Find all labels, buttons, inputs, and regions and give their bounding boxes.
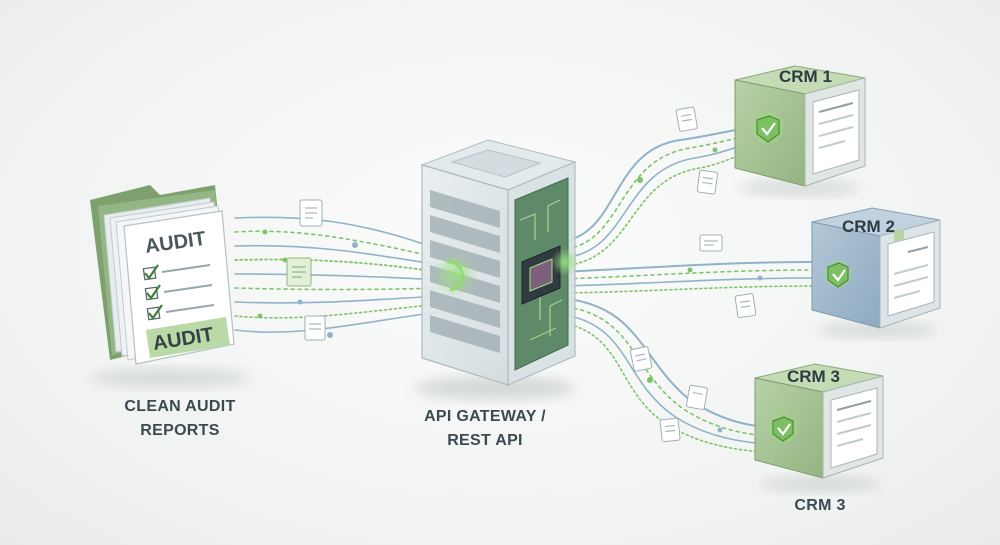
api-gateway-label-line2: REST API [447,432,523,449]
checklist [142,264,215,321]
audit-reports-label-line2: REPORTS [140,422,220,439]
api-gateway-label-line1: API GATEWAY / [424,408,546,425]
crm-3-caption-text: CRM 3 [794,497,846,514]
audit-reports-label-line1: CLEAN AUDIT [124,398,236,415]
cpu-chip-icon [521,245,561,305]
output-flow-lines [559,127,816,453]
crm-3-label: CRM 3 [787,367,840,386]
flying-doc-icon [659,417,681,443]
flying-doc-icon [734,293,757,319]
check-shield-icon [752,112,784,144]
flying-doc-icon [286,257,312,287]
input-flow-lines [234,216,441,338]
crm-screen-icon [887,229,935,317]
audit-reports-stack: AUDIT AUDIT [90,185,250,388]
crm-1-label: CRM 1 [779,67,832,86]
checkbox-checked-icon [144,284,161,301]
check-shield-icon [824,260,852,288]
flying-doc-icon [299,199,323,227]
checkbox-checked-icon [146,304,163,321]
flying-doc-icon [685,384,708,410]
checkbox-checked-icon [142,264,159,281]
flying-doc-icon [675,106,698,132]
check-shield-icon [768,413,798,443]
audit-reports-label: CLEAN AUDIT REPORTS [110,395,250,443]
crm-1-node: CRM 1 [734,65,866,196]
crm-3-caption: CRM 3 [770,494,870,518]
flying-doc-icon [304,315,326,341]
crm-screen-icon [830,387,878,469]
output-flying-docs [629,106,757,443]
crm-screen-icon [812,89,860,175]
api-gateway-server [415,139,579,400]
crm-2-label: CRM 2 [842,217,895,236]
api-gateway-label: API GATEWAY / REST API [420,405,550,453]
crm-3-node: CRM 3 [754,363,884,492]
input-flying-docs [286,199,326,341]
flying-doc-icon [696,169,719,195]
flying-doc-icon [629,346,653,372]
crm-2-node: CRM 2 [811,207,941,338]
flying-doc-icon [699,234,723,252]
